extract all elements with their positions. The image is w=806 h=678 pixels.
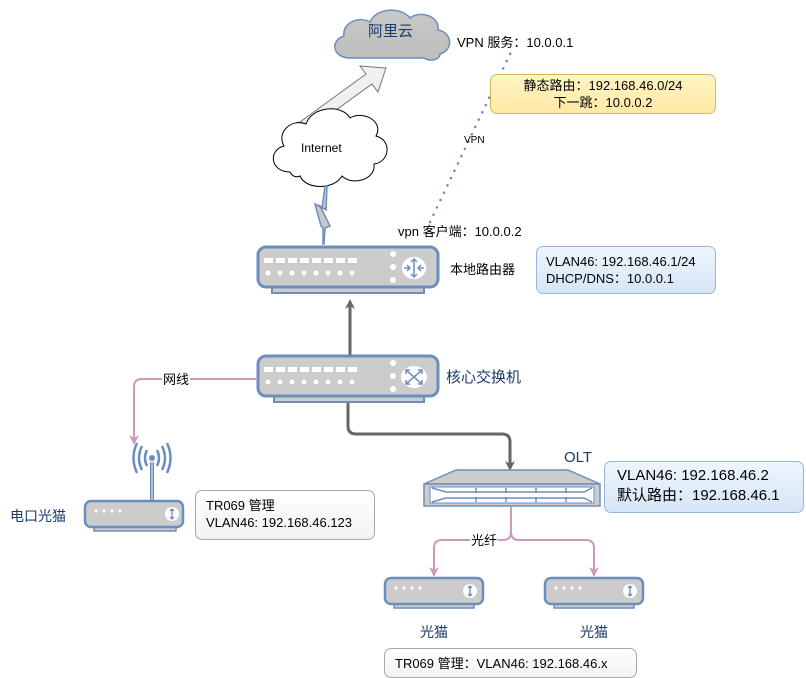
olt-route-line: 默认路由：192.168.46.1 xyxy=(617,487,780,504)
core-switch-icon xyxy=(256,354,440,403)
onu-right-icon xyxy=(543,576,645,609)
onu-right-label: 光猫 xyxy=(580,624,608,640)
wan-link-lightning-icon xyxy=(313,185,332,245)
vpn-service-label: VPN 服务：10.0.0.1 xyxy=(457,35,574,50)
next-hop-line: 下一跳：10.0.0.2 xyxy=(553,95,653,110)
fiber-label: 光纤 xyxy=(470,533,499,549)
onu-info-note: TR069 管理：VLAN46: 192.168.46.x xyxy=(384,648,637,678)
modem-vlan-line: VLAN46: 192.168.46.123 xyxy=(206,515,353,530)
static-route-line: 静态路由：192.168.46.0/24 xyxy=(523,78,683,93)
router-info-note: VLAN46: 192.168.46.1/24 DHCP/DNS：10.0.0.… xyxy=(536,246,716,294)
aliyun-label: 阿里云 xyxy=(368,23,414,40)
onu-left-label: 光猫 xyxy=(420,624,448,640)
olt-label: OLT xyxy=(564,449,593,466)
ethernet-cable-label: 网线 xyxy=(162,372,191,388)
onu-left-icon xyxy=(383,576,485,609)
aliyun-cloud-icon xyxy=(334,9,451,61)
modem-tr069-line: TR069 管理 xyxy=(206,498,275,513)
onu-info-line: TR069 管理：VLAN46: 192.168.46.x xyxy=(395,656,608,671)
router-dhcp-line: DHCP/DNS：10.0.0.1 xyxy=(546,271,674,286)
ethernet-modem-label: 电口光猫 xyxy=(10,508,66,524)
ethernet-cable-link xyxy=(129,378,258,445)
internet-cloud-icon xyxy=(273,108,388,187)
ethernet-modem-icon xyxy=(83,442,185,532)
switch-to-olt-link xyxy=(346,403,515,471)
olt-vlan-line: VLAN46: 192.168.46.2 xyxy=(617,467,769,484)
local-router-label: 本地路由器 xyxy=(450,262,516,277)
vpn-client-label: vpn 客户端：10.0.0.2 xyxy=(398,224,522,239)
local-router-icon xyxy=(256,245,440,294)
olt-icon xyxy=(423,469,601,507)
internet-label: Internet xyxy=(301,141,342,155)
static-route-note: 静态路由：192.168.46.0/24 下一跳：10.0.0.2 xyxy=(490,74,716,114)
vpn-edge-label: VPN xyxy=(464,135,485,146)
modem-info-note: TR069 管理 VLAN46: 192.168.46.123 xyxy=(195,490,375,540)
router-vlan-line: VLAN46: 192.168.46.1/24 xyxy=(546,254,696,269)
core-switch-label: 核心交换机 xyxy=(446,369,522,386)
vpn-tunnel-link xyxy=(428,48,514,224)
fiber-links xyxy=(429,507,599,577)
olt-info-note: VLAN46: 192.168.46.2 默认路由：192.168.46.1 xyxy=(604,461,804,513)
